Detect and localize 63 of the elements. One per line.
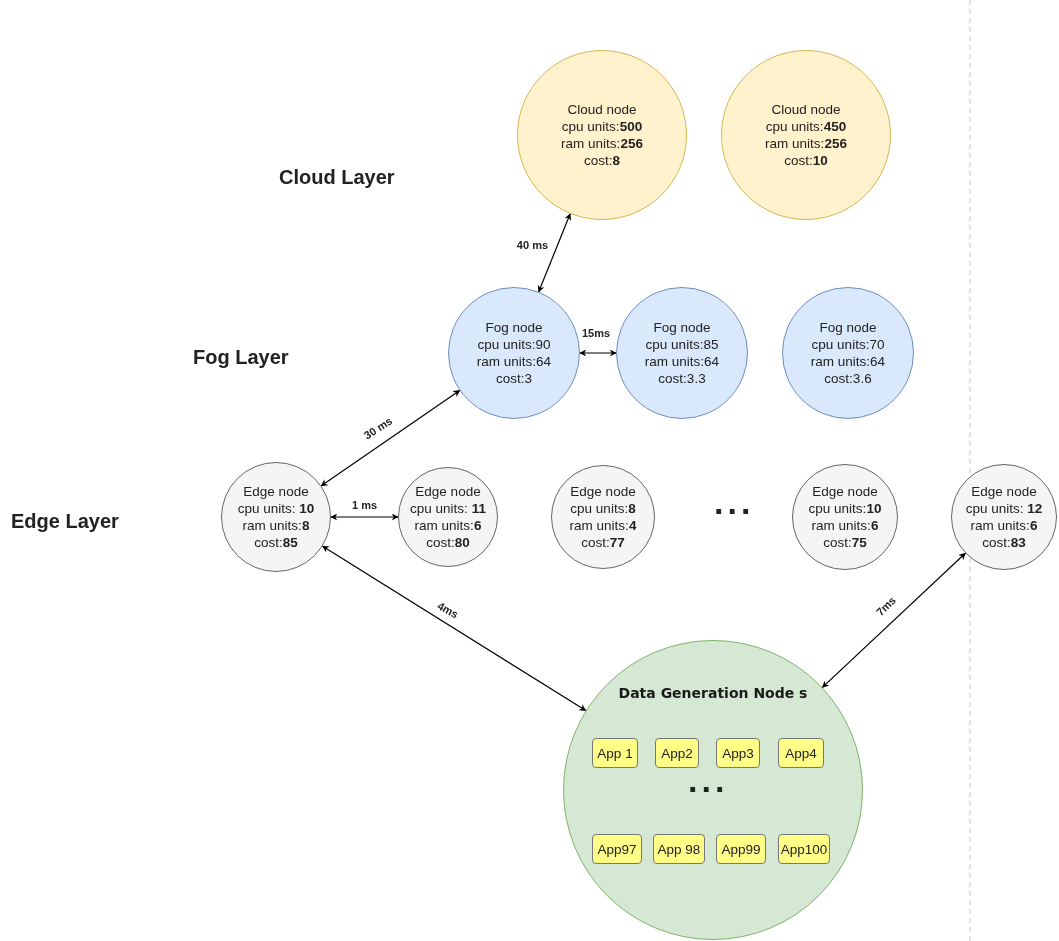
node-title: Edge node [812,483,878,500]
edge-label: 15ms [579,327,613,339]
node-attribute: ram units:6 [414,517,482,534]
double-arrow [579,349,617,357]
node-attribute: cost:3.3 [658,370,706,387]
node-attribute: cost:3 [496,370,532,387]
node-title: Fog node [485,319,543,336]
double-arrow [821,552,966,688]
double-arrow [330,513,399,521]
node-title: Edge node [570,483,636,500]
node-title: Edge node [243,483,309,500]
layer-label: Fog Layer [193,346,289,369]
edge-label: 40 ms [514,238,551,251]
node-title: Cloud node [771,101,841,118]
app-box: App 98 [653,834,705,864]
node-attribute: cpu units: 12 [965,500,1043,517]
node-attribute: cpu units: 11 [410,500,486,517]
node-title: Edge node [415,483,481,500]
node-attribute: cost:80 [426,534,470,551]
ellipsis-label: ... [688,768,729,792]
node-attribute: ram units:6 [970,517,1038,534]
node-attribute: ram units:256 [561,135,643,152]
node-title: Data Generation Node s [618,685,808,702]
node-attribute: cpu units:450 [765,118,847,135]
node-attribute: ram units:8 [242,517,310,534]
layer-label: Edge Layer [11,510,119,533]
node-attribute: cpu units: 10 [237,500,315,517]
app-box: App2 [655,738,699,768]
node-title: Fog node [653,319,711,336]
double-arrow [320,389,461,487]
node-attribute: cpu units:10 [808,500,882,517]
app-box: App3 [716,738,760,768]
double-arrow [322,545,587,712]
app-box: App 1 [592,738,638,768]
app-box: App100 [778,834,830,864]
node-title: Fog node [819,319,877,336]
app-box: App4 [778,738,824,768]
node-attribute: cost:83 [982,534,1026,551]
node-attribute: ram units:4 [569,517,637,534]
double-arrow [537,213,572,293]
node-attribute: ram units:64 [810,353,886,370]
node-attribute: cpu units:70 [811,336,885,353]
app-box: App99 [716,834,766,864]
node-attribute: ram units:64 [644,353,720,370]
ellipsis-label: ... [714,490,755,514]
node-attribute: cost:10 [784,152,828,169]
node-attribute: cpu units:8 [570,500,636,517]
node-attribute: ram units:6 [811,517,879,534]
node-attribute: cost:3.6 [824,370,872,387]
node-attribute: cpu units:90 [477,336,551,353]
node-attribute: ram units:256 [765,135,847,152]
layer-label: Cloud Layer [279,166,395,189]
node-attribute: cost:8 [584,152,620,169]
node-attribute: cost:85 [254,534,298,551]
app-box: App97 [592,834,642,864]
edge-label: 1 ms [349,499,380,511]
node-attribute: cost:75 [823,534,867,551]
node-title: Edge node [971,483,1037,500]
node-title: Cloud node [567,101,637,118]
node-attribute: cpu units:85 [645,336,719,353]
node-attribute: ram units:64 [476,353,552,370]
node-attribute: cpu units:500 [561,118,643,135]
node-attribute: cost:77 [581,534,625,551]
